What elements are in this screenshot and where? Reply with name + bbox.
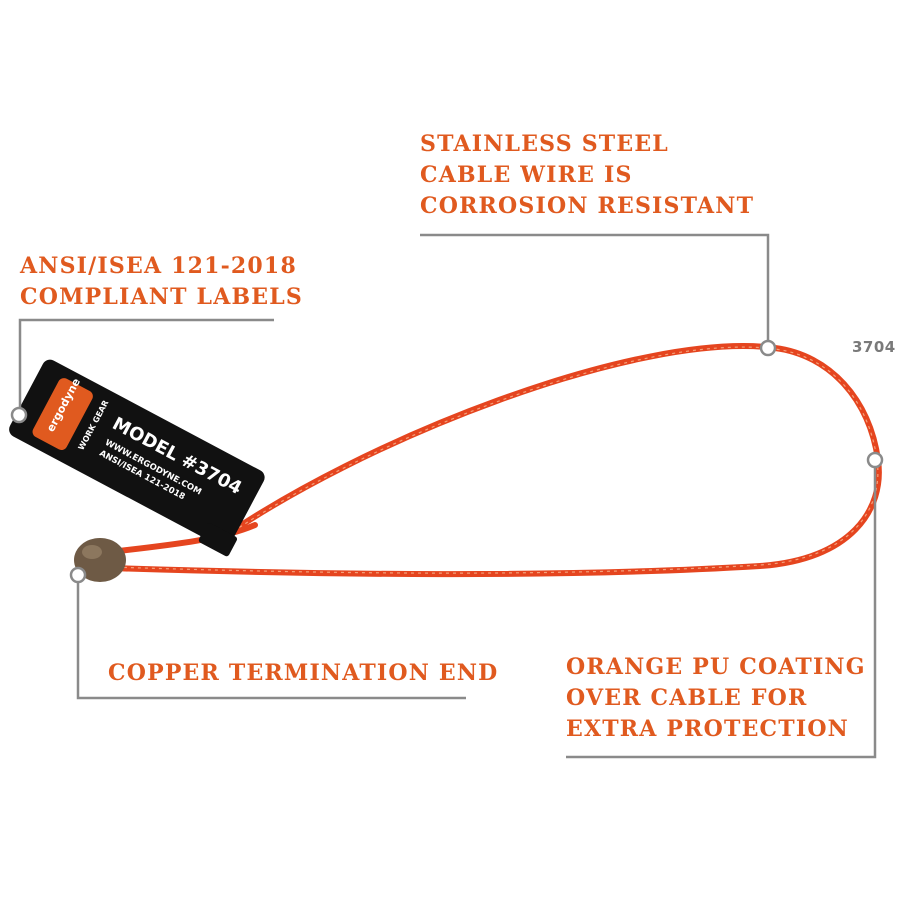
callout-line: COPPER TERMINATION END [108,660,499,686]
brand-badge [32,378,93,450]
callout-copper-end: COPPER TERMINATION END [108,658,498,689]
dot-orange [866,451,884,469]
callout-line: CABLE WIRE IS [420,162,633,188]
callout-line: OVER CABLE FOR [566,685,808,711]
callout-line: ANSI/ISEA 121-2018 [20,253,297,279]
callout-ansi-labels: ANSI/ISEA 121-2018 COMPLIANT LABELS [20,251,303,313]
leader-orange [566,460,877,759]
model-code-label: 3704 [852,338,896,356]
leader-steel [420,233,770,348]
dot-ansi [10,406,28,424]
leader-ansi [18,318,274,415]
dot-steel [759,339,777,357]
leader-lines [18,233,877,759]
callout-line: EXTRA PROTECTION [566,716,849,742]
leader-copper [76,575,466,700]
callout-orange-coating: ORANGE PU COATING OVER CABLE FOR EXTRA P… [566,652,866,745]
label-tag: ergodyne WORK GEAR MODEL #3704 WWW.ERGOD… [9,359,265,557]
callout-line: CORROSION RESISTANT [420,193,755,219]
copper-termination [74,538,126,582]
label-tag-sleeve [198,522,238,557]
cable-inner-strand [107,522,258,555]
leader-dots [10,339,884,584]
callout-line: STAINLESS STEEL [420,131,669,157]
callout-stainless-steel: STAINLESS STEEL CABLE WIRE IS CORROSION … [420,129,754,222]
copper-end-shine [82,545,102,559]
callout-line: COMPLIANT LABELS [20,284,303,310]
callout-line: ORANGE PU COATING [566,654,866,680]
dot-copper [69,566,87,584]
